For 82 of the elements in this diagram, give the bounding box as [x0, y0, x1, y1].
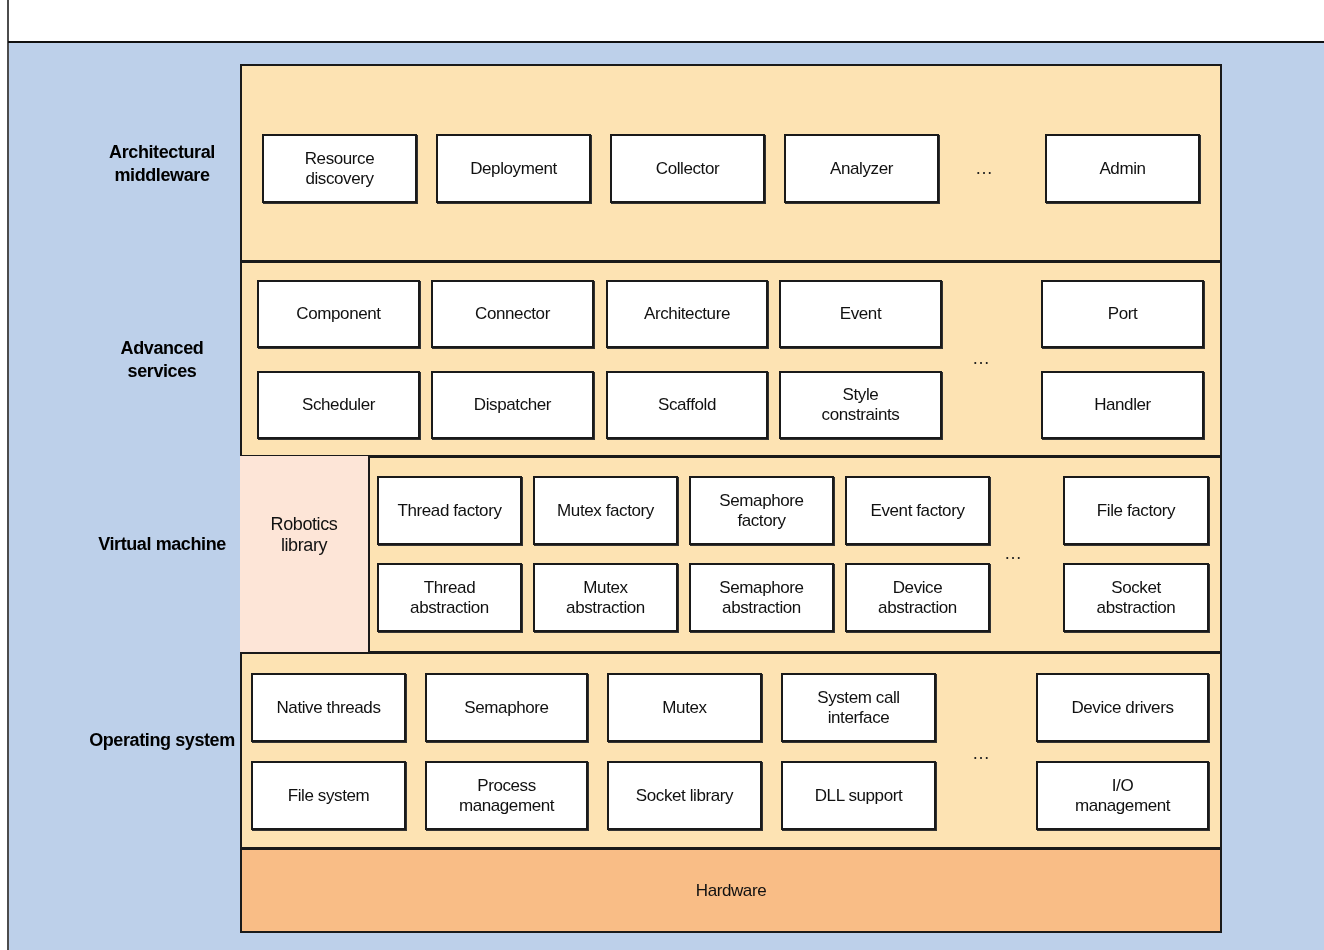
- component-box: [610, 134, 765, 203]
- component-box: [431, 371, 594, 439]
- component-label: Semaphore abstraction: [718, 577, 805, 618]
- component-label: Collector: [655, 158, 720, 179]
- component-label: Port: [1107, 304, 1138, 324]
- component-box: [607, 673, 762, 742]
- component-label: Admin: [1099, 158, 1146, 179]
- component-label: Dispatcher: [473, 395, 552, 415]
- component-label: Socket abstraction: [1095, 577, 1177, 618]
- component-box: [606, 371, 768, 439]
- component-box: [607, 761, 762, 830]
- component-box: [1063, 476, 1209, 545]
- layer-label: Advanced services: [119, 337, 205, 384]
- component-label: Deployment: [470, 158, 557, 179]
- component-label: Semaphore factory: [718, 490, 805, 531]
- component-box: [845, 476, 990, 545]
- component-label: Socket library: [635, 785, 734, 806]
- component-label: Event: [839, 304, 882, 324]
- component-label: Device abstraction: [877, 577, 958, 618]
- component-label: I/O management: [1073, 775, 1172, 816]
- component-box: [251, 673, 406, 742]
- component-box: [779, 280, 942, 348]
- component-box: [845, 563, 990, 632]
- component-box: [1041, 371, 1204, 439]
- component-box: [784, 134, 939, 203]
- ellipsis: …: [1004, 543, 1022, 564]
- component-box: [1063, 563, 1209, 632]
- component-box: [533, 476, 678, 545]
- component-label: File system: [287, 785, 370, 806]
- component-box: [251, 761, 406, 830]
- component-box: [781, 761, 936, 830]
- component-box: [1036, 761, 1209, 830]
- library-box: [240, 456, 370, 653]
- component-label: File factory: [1096, 500, 1176, 521]
- layer-label: Architectural middleware: [108, 141, 216, 188]
- component-box: [781, 673, 936, 742]
- component-label: Device drivers: [1071, 697, 1174, 718]
- component-box: [606, 280, 768, 348]
- component-label: Process management: [457, 775, 556, 816]
- component-box: [257, 371, 420, 439]
- component-box: [257, 280, 420, 348]
- layer-label: Virtual machine: [97, 532, 227, 556]
- component-label: Mutex: [662, 697, 707, 718]
- component-label: Thread factory: [397, 500, 502, 521]
- component-box: [1036, 673, 1209, 742]
- component-box: [1045, 134, 1200, 203]
- component-label: Event factory: [870, 500, 965, 521]
- hardware-band: [240, 848, 1222, 933]
- component-label: Semaphore: [464, 697, 549, 718]
- component-label: Mutex abstraction: [565, 577, 646, 618]
- component-box: [689, 563, 834, 632]
- component-label: Native threads: [276, 697, 381, 718]
- component-box: [431, 280, 594, 348]
- layer-label: Operating system: [88, 728, 236, 752]
- component-label: Component: [296, 304, 381, 324]
- component-label: Scheduler: [302, 395, 375, 415]
- component-box: [377, 476, 522, 545]
- component-label: System call interface: [816, 687, 901, 728]
- component-box: [262, 134, 417, 203]
- component-label: Robotics library: [269, 513, 339, 556]
- component-label: Scaffold: [658, 395, 716, 415]
- component-box: [436, 134, 591, 203]
- component-box: [779, 371, 942, 439]
- ellipsis: …: [972, 348, 990, 369]
- component-box: [425, 673, 588, 742]
- component-label: Style constraints: [820, 385, 901, 425]
- component-box: [533, 563, 678, 632]
- component-label: Architecture: [644, 304, 730, 324]
- ellipsis: …: [975, 158, 993, 179]
- component-label: Handler: [1094, 395, 1151, 415]
- component-label: DLL support: [814, 785, 903, 806]
- component-label: Hardware: [695, 880, 767, 901]
- component-box: [689, 476, 834, 545]
- component-label: Connector: [475, 304, 550, 324]
- component-box: [1041, 280, 1204, 348]
- component-label: Mutex factory: [557, 500, 654, 521]
- ellipsis: …: [972, 743, 990, 764]
- component-box: [377, 563, 522, 632]
- component-label: Resource discovery: [303, 148, 376, 189]
- component-label: Thread abstraction: [409, 577, 490, 618]
- component-box: [425, 761, 588, 830]
- component-label: Analyzer: [830, 158, 893, 179]
